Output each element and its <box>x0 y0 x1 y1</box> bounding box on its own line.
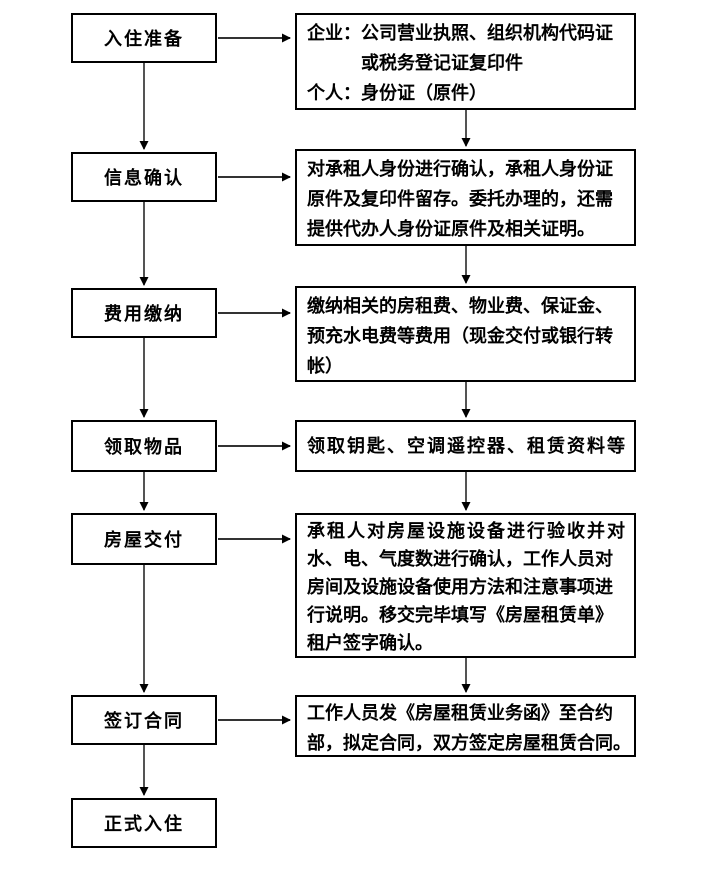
step-label: 领取物品 <box>104 437 184 457</box>
detail-line: 房间及设施设备使用方法和注意事项进 <box>307 577 613 597</box>
detail-line: 租户签字确认。 <box>307 633 433 653</box>
detail-line: 行说明。移交完毕填写《房屋租赁单》 <box>307 605 613 625</box>
detail-box-house-handover: 承租人对房屋设施设备进行验收并对 水、电、气度数进行确认，工作人员对 房间及设施… <box>295 513 636 658</box>
step-box-official-movein: 正式入住 <box>71 798 217 848</box>
detail-line: 对承租人身份进行确认，承租人身份证 <box>307 159 613 179</box>
detail-line: 帐） <box>307 356 343 376</box>
step-box-fee-payment: 费用缴纳 <box>71 288 217 338</box>
detail-line: 水、电、气度数进行确认，工作人员对 <box>307 549 613 569</box>
step-box-info-confirmation: 信息确认 <box>71 152 217 202</box>
step-box-checkin-preparation: 入住准备 <box>71 13 217 63</box>
detail-box-checkin-preparation: 企业：公司营业执照、组织机构代码证 或税务登记证复印件 个人：身份证（原件） <box>295 13 636 110</box>
detail-box-fee-payment: 缴纳相关的房租费、物业费、保证金、 预充水电费等费用（现金交付或银行转 帐） <box>295 286 636 382</box>
step-label: 正式入住 <box>104 814 184 834</box>
detail-line: 领取钥匙、空调遥控器、租赁资料等 <box>307 436 627 456</box>
detail-line: 缴纳相关的房租费、物业费、保证金、 <box>307 296 613 316</box>
detail-line: 个人：身份证（原件） <box>307 83 487 103</box>
detail-line: 承租人对房屋设施设备进行验收并对 <box>307 521 627 541</box>
detail-line: 工作人员发《房屋租赁业务函》至合约 <box>307 703 613 723</box>
detail-line: 企业：公司营业执照、组织机构代码证 <box>307 23 613 43</box>
step-label: 入住准备 <box>104 29 184 49</box>
detail-box-sign-contract: 工作人员发《房屋租赁业务函》至合约 部，拟定合同，双方签定房屋租赁合同。 <box>295 695 636 757</box>
step-box-house-handover: 房屋交付 <box>71 513 217 565</box>
step-label: 费用缴纳 <box>104 304 184 324</box>
step-label: 信息确认 <box>104 168 184 188</box>
detail-line: 部，拟定合同，双方签定房屋租赁合同。 <box>307 733 631 753</box>
detail-line: 预充水电费等费用（现金交付或银行转 <box>307 326 613 346</box>
detail-box-info-confirmation: 对承租人身份进行确认，承租人身份证 原件及复印件留存。委托办理的，还需 提供代办… <box>295 149 636 246</box>
detail-line: 原件及复印件留存。委托办理的，还需 <box>307 189 613 209</box>
step-box-collect-items: 领取物品 <box>71 420 217 472</box>
detail-box-collect-items: 领取钥匙、空调遥控器、租赁资料等 <box>295 420 636 472</box>
detail-line: 提供代办人身份证原件及相关证明。 <box>307 219 595 239</box>
detail-line: 或税务登记证复印件 <box>361 53 523 73</box>
step-label: 签订合同 <box>104 711 184 731</box>
step-label: 房屋交付 <box>104 530 184 550</box>
step-box-sign-contract: 签订合同 <box>71 695 217 745</box>
